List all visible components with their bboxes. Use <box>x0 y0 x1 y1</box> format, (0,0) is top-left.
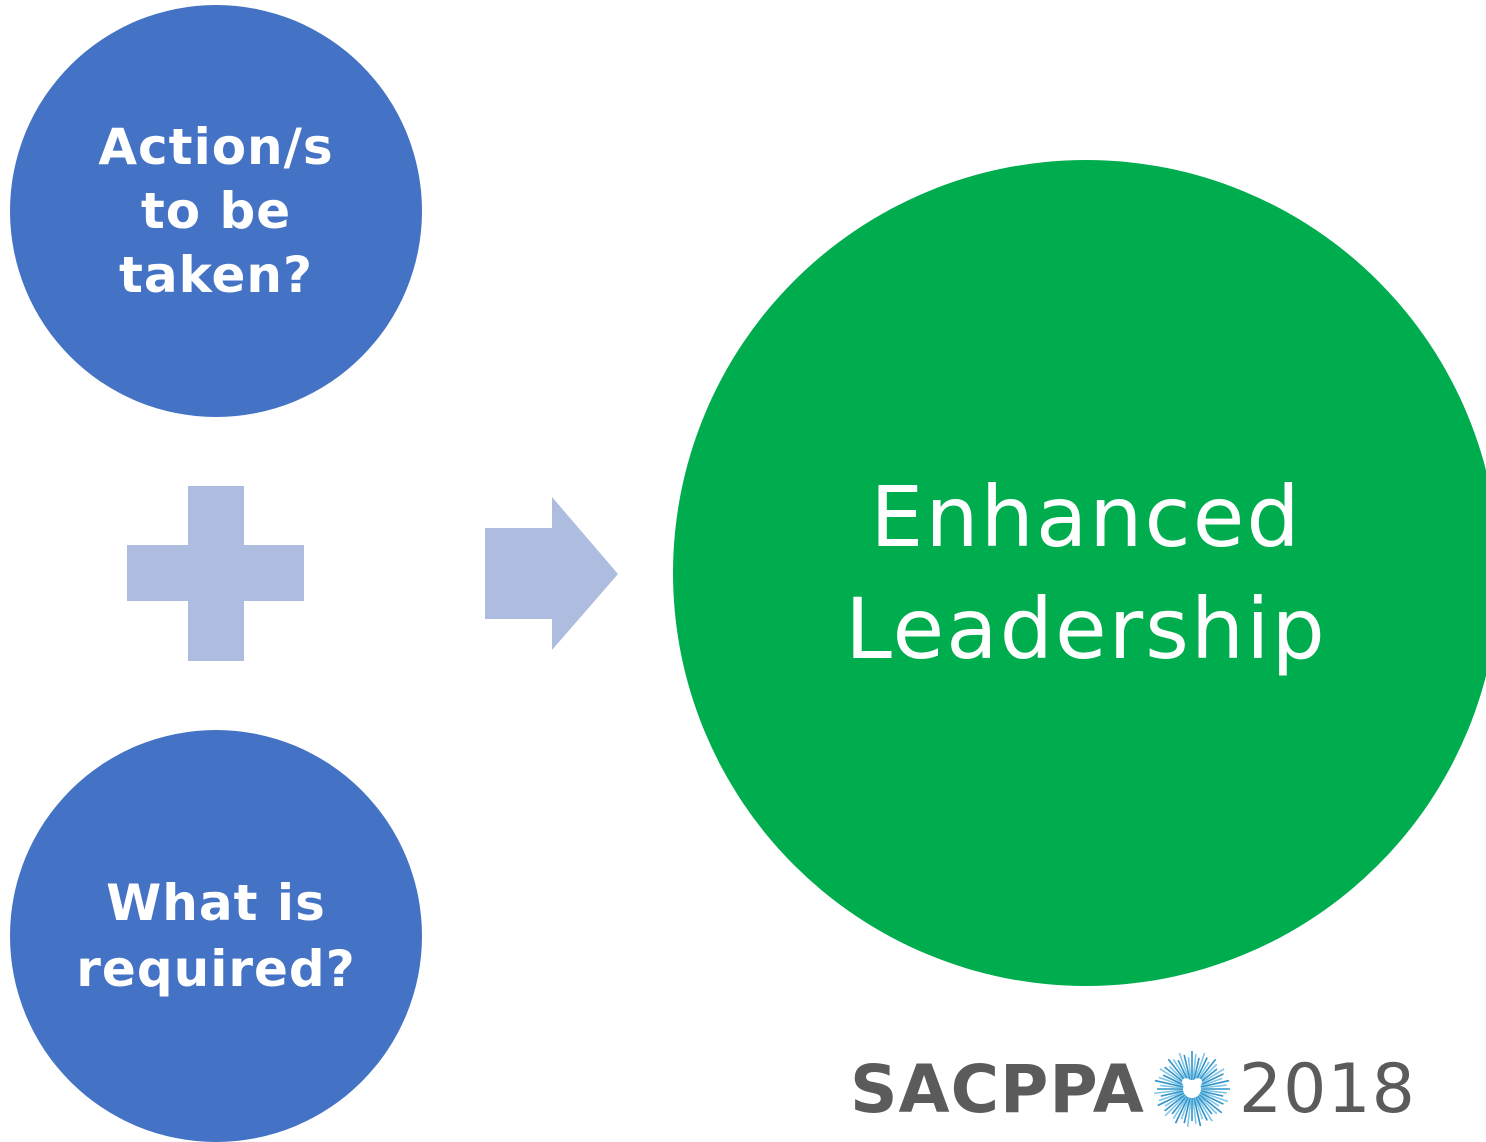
logo-ray <box>1200 1090 1224 1097</box>
logo-ray <box>1195 1096 1208 1121</box>
logo-ray <box>1172 1058 1188 1082</box>
logo-ray <box>1177 1059 1189 1082</box>
logo-ray <box>1197 1063 1218 1084</box>
logo-ray <box>1158 1091 1184 1102</box>
logo-ray <box>1199 1092 1224 1105</box>
logo-ray <box>1183 1097 1191 1124</box>
logo-ray <box>1198 1093 1223 1114</box>
logo-ray <box>1186 1097 1192 1127</box>
logo-ray <box>1193 1097 1202 1127</box>
logo-ray <box>1200 1089 1227 1094</box>
logo-ray <box>1196 1095 1213 1115</box>
logo-ray <box>1187 1057 1192 1081</box>
logo-ray <box>1172 1096 1188 1120</box>
logo-ray <box>1159 1068 1185 1085</box>
logo-ray <box>1154 1079 1184 1088</box>
logo-ray <box>1163 1066 1186 1085</box>
logo-ray <box>1195 1096 1213 1122</box>
logo-ray <box>1199 1093 1220 1107</box>
input-circle-actions: Action/s to be taken? <box>10 5 422 417</box>
logo-ray <box>1180 1097 1190 1120</box>
input-requirements-label: What is required? <box>76 874 356 998</box>
logo-ray <box>1178 1052 1190 1081</box>
input-circle-requirements: What is required? <box>10 730 422 1142</box>
logo-ray <box>1171 1095 1187 1115</box>
logo-ray <box>1163 1093 1186 1112</box>
sacppa-logo: SACPPA 2018 <box>850 1044 1416 1134</box>
logo-ray <box>1194 1097 1204 1120</box>
logo-ray <box>1198 1068 1218 1085</box>
result-label: Enhanced Leadership <box>845 468 1327 678</box>
logo-ray <box>1197 1094 1218 1115</box>
logo-year: 2018 <box>1238 1049 1416 1129</box>
logo-ray <box>1195 1057 1208 1082</box>
logo-ray <box>1183 1054 1191 1081</box>
logo-ray <box>1160 1090 1184 1097</box>
right-arrow-icon <box>485 497 618 650</box>
plus-icon-bar <box>127 545 304 601</box>
logo-ray <box>1199 1068 1225 1085</box>
logo-ray <box>1153 1089 1183 1095</box>
logo-ray <box>1193 1057 1200 1081</box>
logo-ray <box>1164 1094 1187 1117</box>
logo-ray <box>1167 1058 1187 1083</box>
logo-ray <box>1200 1079 1230 1088</box>
logo-ray <box>1157 1092 1185 1107</box>
logo-ray <box>1158 1076 1184 1087</box>
logo-ray <box>1159 1084 1183 1089</box>
logo-ray <box>1199 1073 1224 1086</box>
logo-ray <box>1196 1058 1217 1083</box>
logo-ray <box>1200 1084 1227 1089</box>
logo-ray <box>1200 1077 1223 1087</box>
logo-ray <box>1164 1093 1185 1107</box>
logo-ray <box>1192 1054 1197 1081</box>
result-circle-leadership: Enhanced Leadership <box>673 160 1486 986</box>
logo-wordmark: SACPPA <box>850 1050 1145 1128</box>
logo-ray <box>1195 1061 1210 1082</box>
logo-ray <box>1174 1096 1189 1124</box>
input-actions-label: Action/s to be taken? <box>98 118 334 304</box>
logo-ray <box>1194 1052 1206 1081</box>
logo-ray <box>1192 1097 1197 1124</box>
logo-ray <box>1200 1091 1228 1103</box>
radiating-heart-icon <box>1153 1051 1230 1127</box>
logo-ray <box>1162 1074 1185 1086</box>
